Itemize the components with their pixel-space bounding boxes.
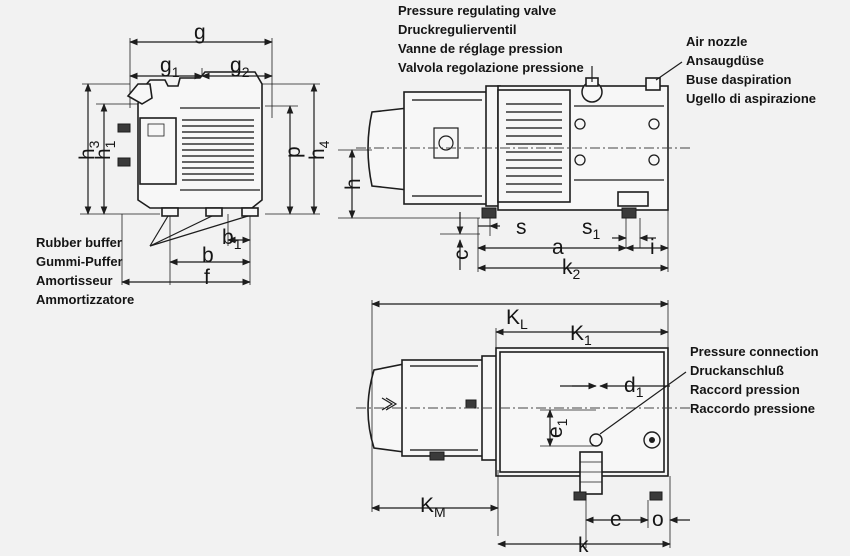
dim-K1: K1 xyxy=(570,322,592,348)
nozzle-label-fr: Buse daspiration xyxy=(686,72,792,87)
dim-d1: d1 xyxy=(624,374,644,400)
front-fins xyxy=(506,103,562,193)
dim-i: i xyxy=(650,236,655,259)
dim-KM: KM xyxy=(420,494,446,520)
dim-p: p xyxy=(282,146,305,158)
side-view xyxy=(80,38,320,286)
valve-label-it: Valvola regolazione pressione xyxy=(398,60,584,75)
dim-g2: g2 xyxy=(230,54,250,80)
dim-g1: g1 xyxy=(160,54,180,80)
dim-s: s xyxy=(516,216,527,239)
dim-f: f xyxy=(204,266,210,289)
valve-label-en: Pressure regulating valve xyxy=(398,3,556,18)
front-view xyxy=(338,61,690,272)
connection-label-en: Pressure connection xyxy=(690,344,819,359)
top-view xyxy=(356,300,690,548)
buffer-label-it: Ammortizzatore xyxy=(36,292,134,307)
nozzle-label-en: Air nozzle xyxy=(686,34,747,49)
dim-b1: b1 xyxy=(222,226,242,252)
valve-label-de: Druckregulierventil xyxy=(398,22,517,37)
buffer-label-fr: Amortisseur xyxy=(36,273,113,288)
dim-e1: e1 xyxy=(544,418,570,438)
dim-k: k xyxy=(578,534,589,556)
nozzle-label-it: Ugello di aspirazione xyxy=(686,91,816,106)
dim-h4: h4 xyxy=(306,140,332,160)
connection-label-de: Druckanschluß xyxy=(690,363,784,378)
cooling-fins xyxy=(182,119,254,181)
dim-h: h xyxy=(342,178,365,190)
dim-KL: KL xyxy=(506,306,528,332)
buffer-label-de: Gummi-Puffer xyxy=(36,254,123,269)
dim-g: g xyxy=(194,21,206,44)
dim-s1: s1 xyxy=(582,216,601,242)
connection-label-it: Raccordo pressione xyxy=(690,401,815,416)
buffer-label-en: Rubber buffer xyxy=(36,235,122,250)
nozzle-label-de: Ansaugdüse xyxy=(686,53,764,68)
dim-k2: k2 xyxy=(562,256,581,282)
dim-c: c xyxy=(450,250,473,261)
dim-a: a xyxy=(552,236,564,259)
dim-h1: h1 xyxy=(92,140,118,160)
valve-label-fr: Vanne de réglage pression xyxy=(398,41,563,56)
connection-label-fr: Raccord pression xyxy=(690,382,800,397)
dim-o: o xyxy=(652,508,664,531)
dim-b: b xyxy=(202,244,214,267)
dim-h3: h3 xyxy=(76,140,102,160)
dim-e: e xyxy=(610,508,622,531)
